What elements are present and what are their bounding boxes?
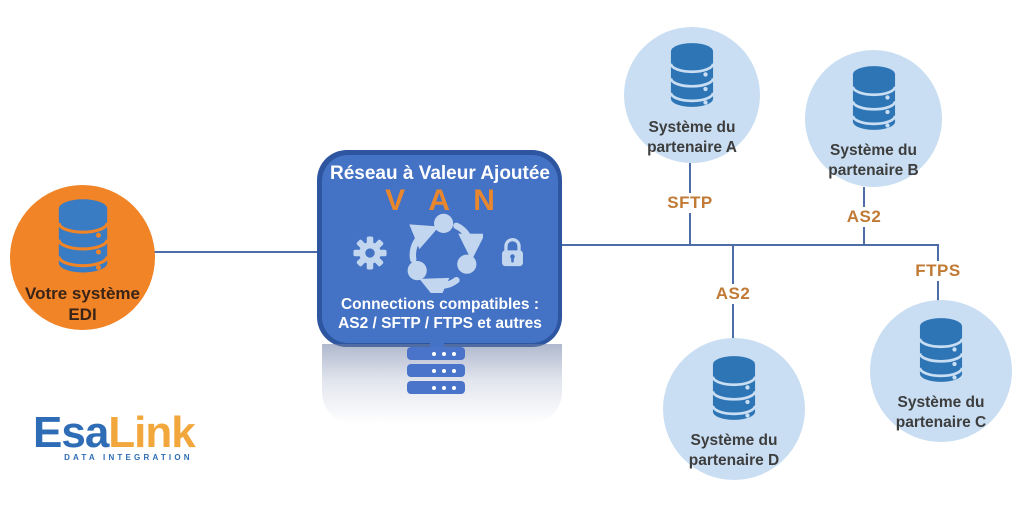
database-icon: [665, 42, 719, 114]
partner-node-b: Système du partenaire B: [805, 50, 942, 187]
connector-edi-van: [154, 251, 323, 253]
logo-link: Link: [108, 408, 195, 457]
server-stack-icon: [407, 347, 465, 398]
edi-system-node: Votre système EDI: [10, 185, 155, 330]
server-bar: [407, 347, 465, 360]
van-server-connector: [430, 339, 444, 350]
partner-label-line2: partenaire D: [688, 452, 780, 470]
server-bar: [407, 364, 465, 377]
database-icon: [914, 317, 968, 389]
van-box: Réseau à Valeur Ajoutée V A N: [322, 155, 558, 343]
partner-label-line2: partenaire A: [647, 139, 737, 157]
partner-label: Système du partenaire C: [896, 393, 986, 433]
van-icons-row: [352, 213, 529, 303]
logo-text: EsaLink: [33, 408, 196, 457]
partner-node-d: Système du partenaire D: [663, 338, 805, 480]
protocol-label-sftp: SFTP: [662, 193, 718, 213]
server-bar: [407, 381, 465, 394]
partner-label-line1: Système du: [690, 432, 778, 449]
van-compat-line1: Connections compatibles :: [340, 295, 540, 313]
partner-label-line1: Système du: [829, 142, 917, 159]
van-title: Réseau à Valeur Ajoutée: [329, 163, 550, 184]
protocol-label-as2-b: AS2: [841, 207, 887, 227]
partner-node-a: Système du partenaire A: [624, 27, 760, 163]
partner-label-line2: partenaire C: [895, 414, 987, 432]
esalink-logo: EsaLink DATA INTEGRATION: [33, 408, 196, 463]
partner-label-line2: partenaire B: [828, 162, 919, 180]
partner-label-line1: Système du: [897, 394, 985, 411]
database-icon: [52, 198, 114, 280]
partner-label: Système du partenaire A: [647, 118, 737, 158]
sync-cycle-icon: [401, 213, 485, 303]
gear-icon: [352, 235, 388, 276]
partner-node-c: Système du partenaire C: [870, 300, 1012, 442]
protocol-label-ftps: FTPS: [910, 261, 966, 281]
protocol-label-as2-d: AS2: [710, 284, 756, 304]
van-acronym: V A N: [385, 184, 503, 217]
database-icon: [707, 355, 761, 427]
partner-label: Système du partenaire B: [828, 141, 918, 181]
logo-tagline: DATA INTEGRATION: [64, 453, 193, 462]
edi-node-label-line1: Votre système: [25, 284, 140, 303]
van-compat-line2: AS2 / SFTP / FTPS et autres: [338, 314, 542, 332]
connector-trunk: [558, 244, 939, 246]
lock-icon: [496, 235, 529, 276]
partner-label-line1: Système du: [648, 119, 736, 136]
edi-node-label: Votre système EDI: [25, 283, 140, 326]
edi-node-label-line2: EDI: [68, 305, 97, 325]
database-icon: [847, 65, 901, 137]
partner-label: Système du partenaire D: [689, 431, 779, 471]
logo-esa: Esa: [33, 408, 109, 457]
